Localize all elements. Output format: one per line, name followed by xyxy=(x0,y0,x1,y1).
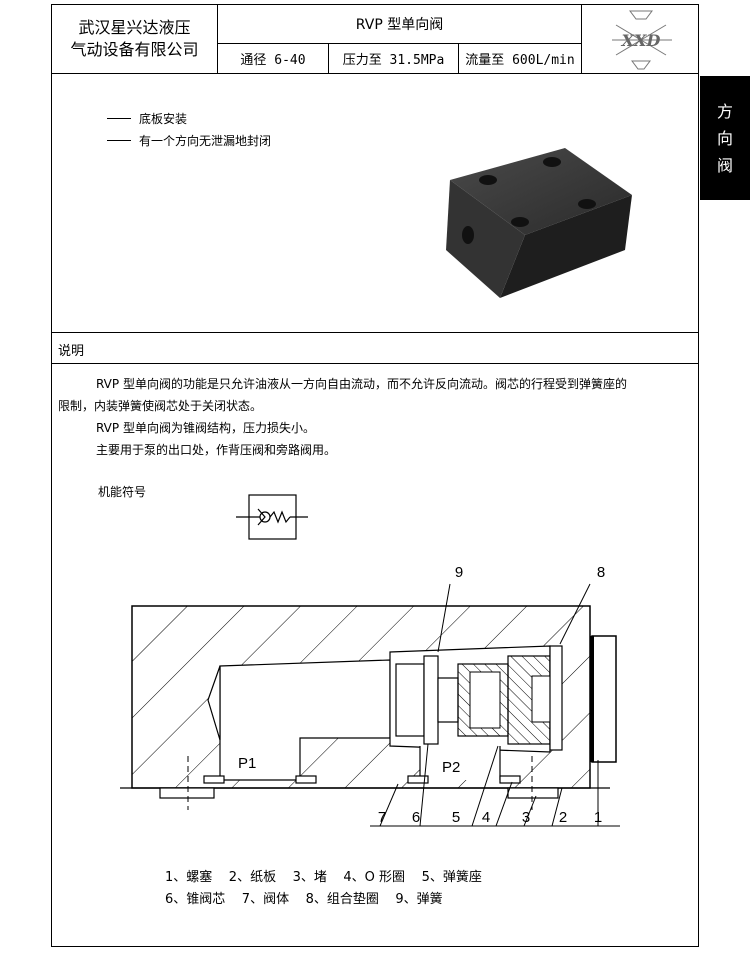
callout-7: 7 xyxy=(378,809,386,826)
spec-pressure: 压力至 31.5MPa xyxy=(328,43,459,74)
company-name: 武汉星兴达液压 气动设备有限公司 xyxy=(51,4,218,74)
callout-3: 3 xyxy=(522,809,530,826)
section-title: 说明 xyxy=(58,344,85,359)
description-line: 主要用于泵的出口处，作背压阀和旁路阀用。 xyxy=(96,443,337,457)
spec-flow: 流量至 600L/min xyxy=(458,43,582,74)
port-label-p1: P1 xyxy=(238,755,256,772)
port-label-p2: P2 xyxy=(442,759,460,776)
description-line: RVP 型单向阀为锥阀结构，压力损失小。 xyxy=(96,421,315,435)
company-name-line2: 气动设备有限公司 xyxy=(70,40,199,59)
parts-legend-line1: 1、螺塞 2、纸板 3、堵 4、O 形圈 5、弹簧座 xyxy=(165,870,482,885)
sectional-drawing: P1 P2 9 8 7 6 5 4 3 2 1 xyxy=(120,564,620,827)
side-tab-char-3: 阀 xyxy=(716,155,733,175)
feature-item: 有一个方向无泄漏地封闭 xyxy=(107,132,271,149)
side-tab-char-2: 向 xyxy=(716,128,733,148)
description-line: 限制，内装弹簧使阀芯处于关闭状态。 xyxy=(58,399,263,413)
company-logo: XXD xyxy=(581,4,699,74)
spec-bore: 通径 6-40 xyxy=(217,43,329,74)
description-line: RVP 型单向阀的功能是只允许油液从一方向自由流动，而不允许反向流动。阀芯的行程… xyxy=(96,377,627,391)
callout-6: 6 xyxy=(412,809,420,826)
side-tab-char-1: 方 xyxy=(716,101,733,121)
feature-text: 有一个方向无泄漏地封闭 xyxy=(139,134,272,148)
parts-legend-line2: 6、锥阀芯 7、阀体 8、组合垫圈 9、弹簧 xyxy=(165,892,443,907)
product-title: RVP 型单向阀 xyxy=(217,4,582,44)
callout-9: 9 xyxy=(455,564,463,581)
symbol-label: 机能符号 xyxy=(98,485,147,499)
check-valve-symbol xyxy=(236,494,308,540)
divider xyxy=(51,363,699,364)
callout-5: 5 xyxy=(452,809,460,826)
product-photo xyxy=(446,148,632,298)
feature-item: 底板安装 xyxy=(107,110,187,127)
callout-4: 4 xyxy=(482,809,490,826)
divider xyxy=(51,332,699,333)
callout-1: 1 xyxy=(594,809,602,826)
side-tab-directional-valve: 方 向 阀 xyxy=(700,76,750,200)
logo-mark: XXD xyxy=(612,10,672,70)
feature-text: 底板安装 xyxy=(139,112,188,126)
logo-text: XXD xyxy=(621,31,661,50)
callout-2: 2 xyxy=(559,809,567,826)
company-name-line1: 武汉星兴达液压 xyxy=(78,18,191,37)
callout-8: 8 xyxy=(597,564,605,581)
